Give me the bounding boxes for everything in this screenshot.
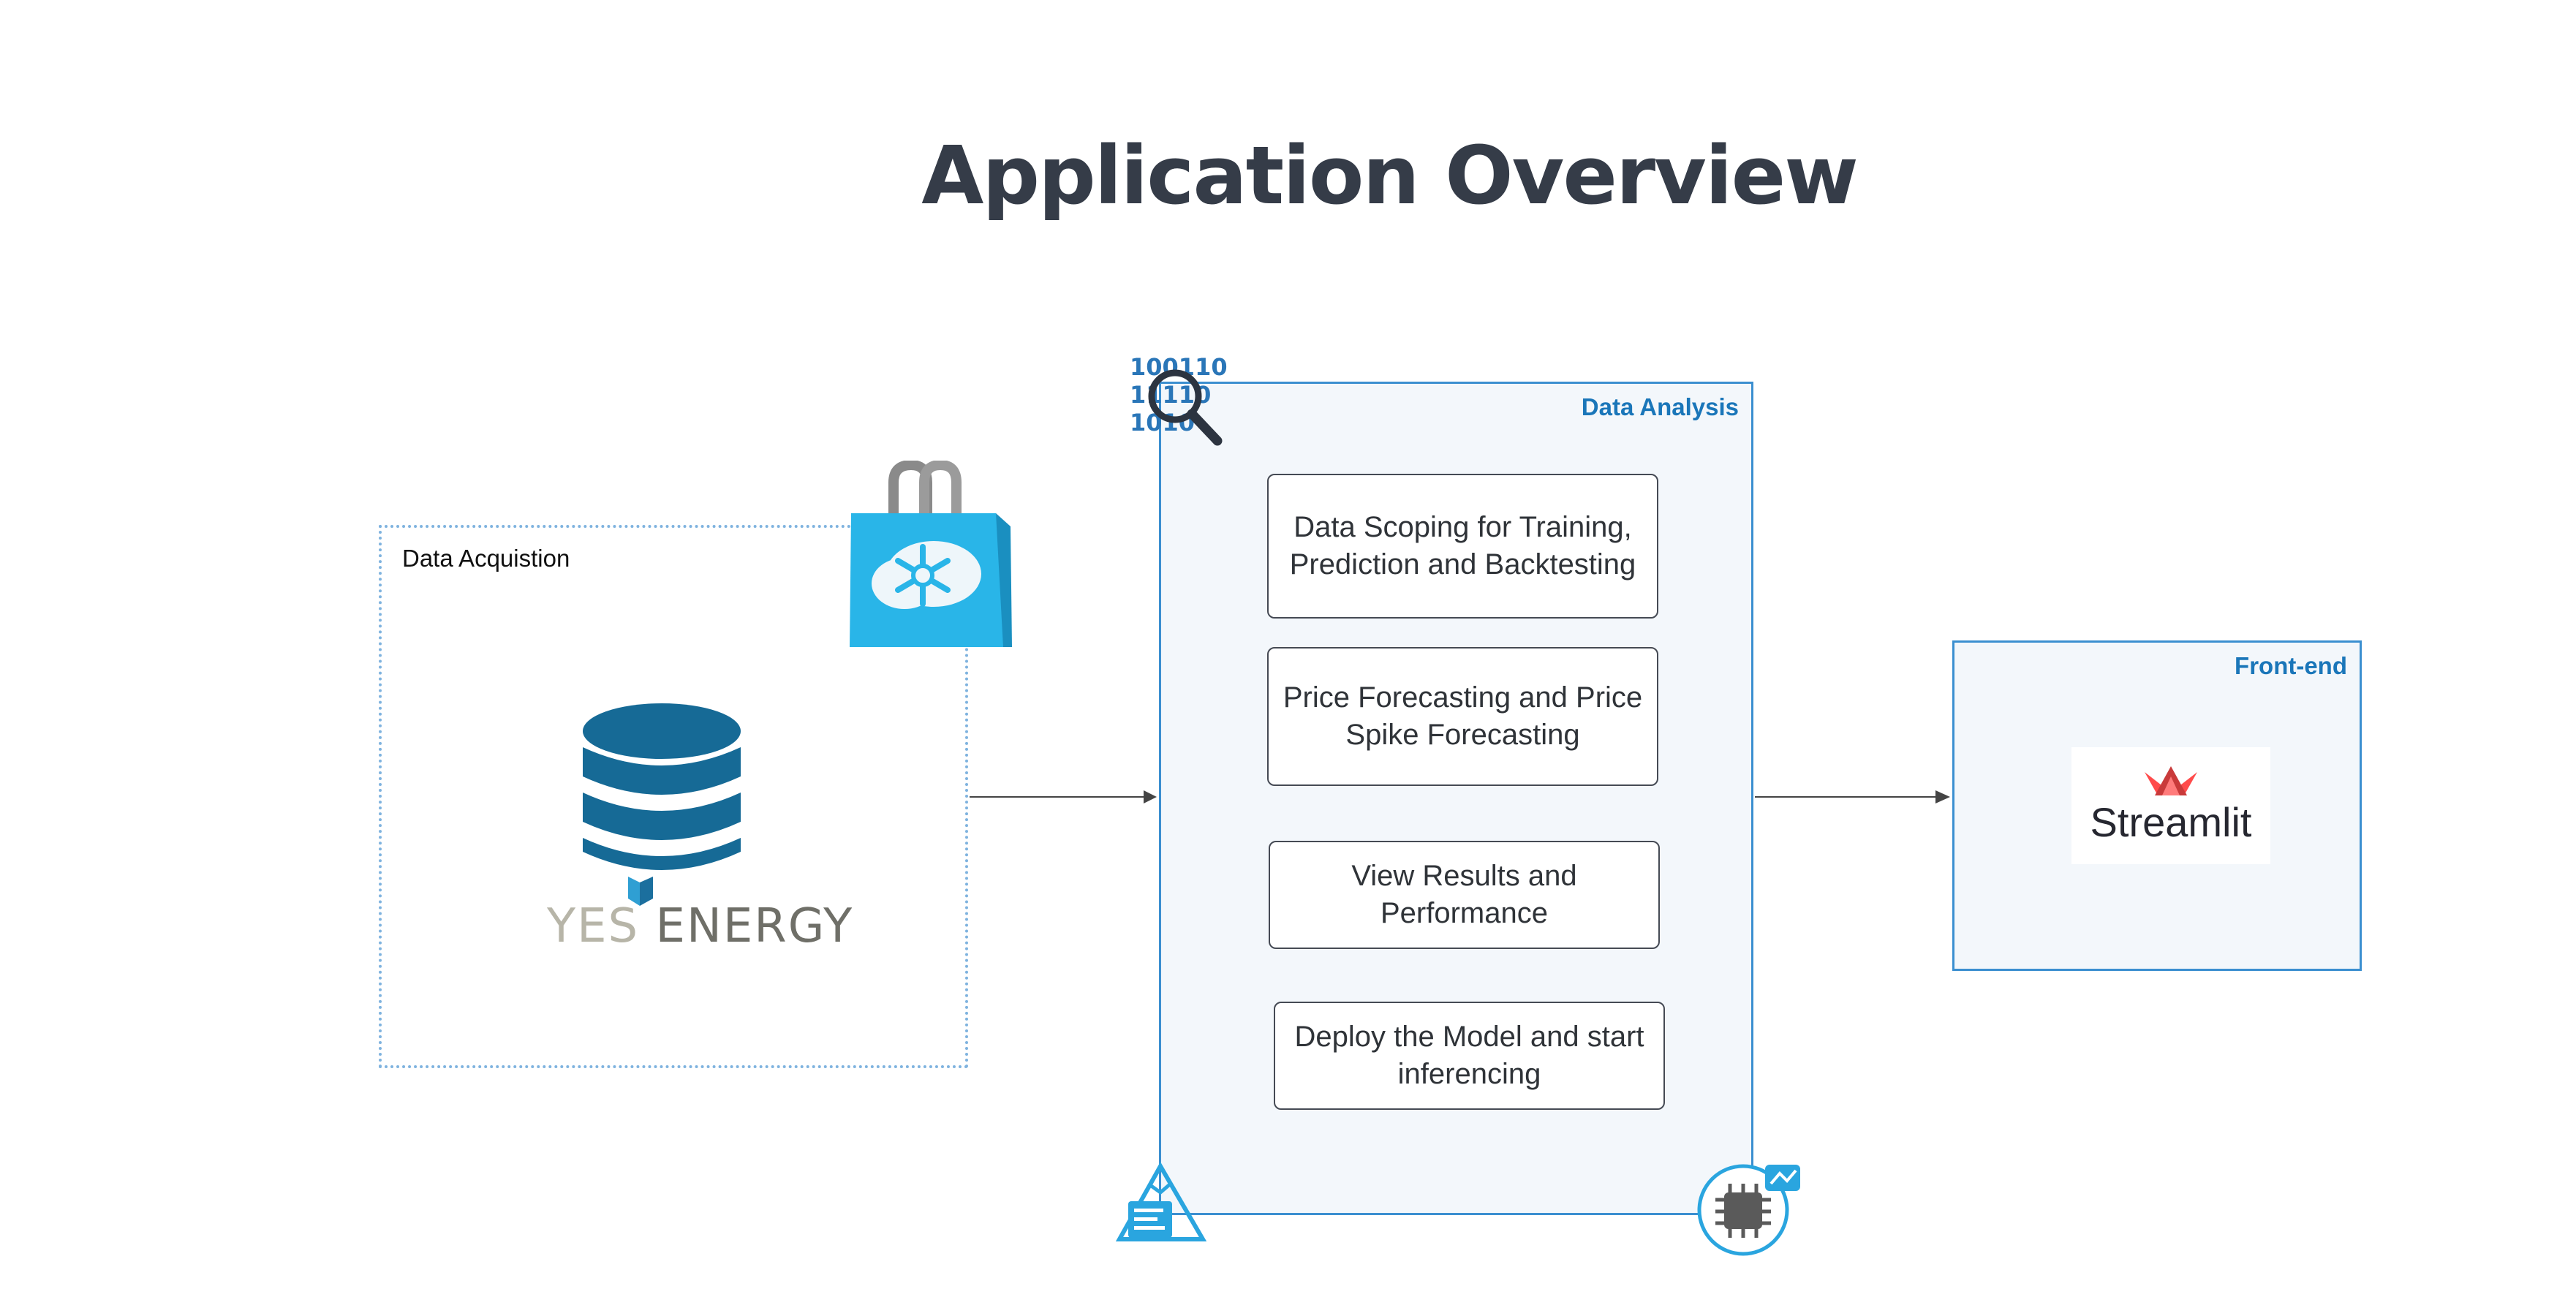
notebook-mountain-icon <box>1115 1161 1206 1241</box>
binary-magnifier-text: 100110 11110 1010 <box>1130 353 1228 436</box>
data-acquisition-container <box>379 525 968 1068</box>
streamlit-logo-text: Streamlit <box>2090 799 2252 845</box>
connector-arrows <box>970 790 1950 803</box>
yes-energy-cube-icon <box>628 877 653 906</box>
step-deploy-model: Deploy the Model and start inferencing <box>1274 1002 1665 1110</box>
database-icon <box>583 703 741 870</box>
analysis-to-frontend-arrowhead <box>1935 790 1950 803</box>
step-data-scoping: Data Scoping for Training, Prediction an… <box>1267 474 1658 619</box>
snowflake-marketplace-bag-icon <box>850 461 1012 647</box>
data-analysis-label: Data Analysis <box>1581 393 1739 420</box>
step-view-results: View Results and Performance <box>1269 841 1660 949</box>
yes-energy-logo-yes: YES <box>547 899 640 953</box>
yes-energy-logo-text: YES ENERGY <box>547 899 853 953</box>
step-price-forecasting: Price Forecasting and Price Spike Foreca… <box>1267 647 1658 786</box>
page-title: Application Overview <box>921 129 1859 222</box>
ml-chip-icon <box>1697 1164 1800 1256</box>
acquisition-to-analysis-arrowhead <box>1144 790 1157 803</box>
binary-magnifier-icon <box>1148 369 1223 446</box>
streamlit-crown-icon <box>2145 766 2197 795</box>
yes-energy-logo-energy: ENERGY <box>639 899 854 953</box>
data-acquisition-label: Data Acquistion <box>402 545 570 572</box>
frontend-label: Front-end <box>2235 652 2347 679</box>
